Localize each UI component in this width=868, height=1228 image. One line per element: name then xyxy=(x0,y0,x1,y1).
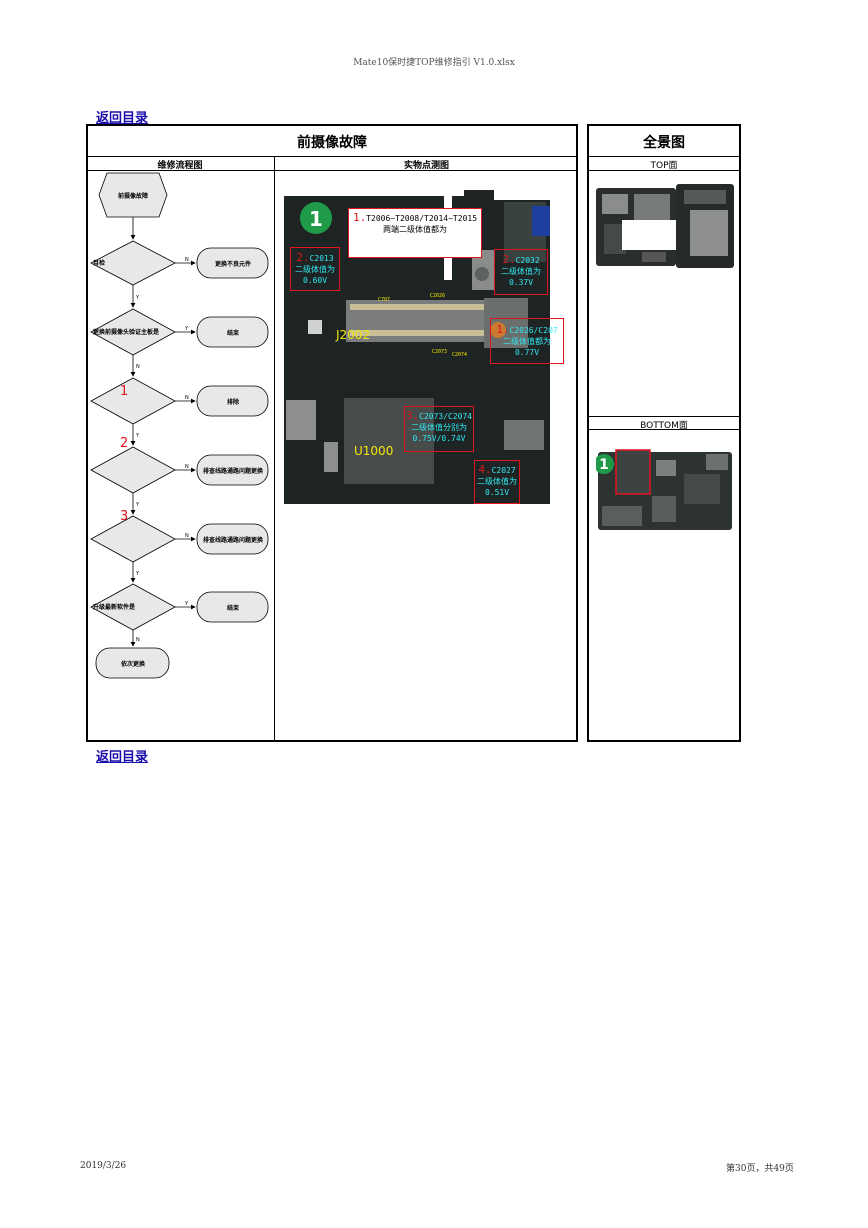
flow-start-text: 前摄像故障 xyxy=(118,192,148,200)
svg-text:N: N xyxy=(136,364,140,370)
svg-text:N: N xyxy=(185,533,189,539)
main-table xyxy=(86,124,578,742)
label-c2074: C2074 xyxy=(452,352,468,358)
board-photo: 1 1.T2006~T2008/T2014~T2015 两端二级体值都为 2.C… xyxy=(284,190,564,504)
flow-r1-text: 更换不良元件 xyxy=(215,260,251,268)
flow-r2-text: 结束 xyxy=(227,329,240,337)
flow-r3-text: 排除 xyxy=(227,398,240,406)
flow-step-2-number: 2 xyxy=(120,436,128,451)
svg-text:Y: Y xyxy=(135,502,140,508)
svg-text:Y: Y xyxy=(184,326,189,332)
flow-r4-text: 排查线路通路问题更换 xyxy=(203,467,264,475)
flow-d6-text: 升级最新软件是 xyxy=(93,603,136,611)
annotation-box-4 xyxy=(490,318,564,364)
main-title: 前摄像故障 xyxy=(297,135,367,151)
flow-d2-text: 更换前摄像头验证主板是 xyxy=(93,328,160,336)
overview-table xyxy=(587,124,741,742)
flow-r5-text: 排查线路通路问题更换 xyxy=(203,536,264,544)
flow-result-5 xyxy=(196,523,269,555)
flow-result-3 xyxy=(196,385,269,417)
flow-result-4 xyxy=(196,454,269,486)
flow-d1-text: 目检 xyxy=(93,259,105,267)
annotation-box-5 xyxy=(404,406,474,452)
photo-marker-1: 1 xyxy=(309,207,323,231)
flow-decision-3 xyxy=(90,377,176,425)
footer-page-number: 第30页，共49页 xyxy=(726,1164,794,1174)
overview-title: 全景图 xyxy=(643,135,685,151)
flow-decision-5 xyxy=(90,515,176,563)
document-header: Mate10保时捷TOP维修指引 V1.0.xlsx xyxy=(353,58,515,68)
chip-label-u1000: U1000 xyxy=(354,444,394,458)
label-c2073: C2073 xyxy=(432,349,448,355)
label-c2026: C2026 xyxy=(430,293,446,299)
svg-text:N: N xyxy=(185,395,189,401)
svg-text:Y: Y xyxy=(184,601,189,607)
back-to-contents-link-bottom[interactable]: 返回目录 xyxy=(96,750,149,765)
flow-r6-text: 结束 xyxy=(227,604,240,612)
flow-column-header: 维修流程图 xyxy=(157,161,203,171)
bottom-marker-1: 1 xyxy=(599,457,609,473)
annotation-box-1 xyxy=(348,208,482,258)
top-board-image xyxy=(596,184,734,268)
svg-text:Y: Y xyxy=(135,571,140,577)
back-to-contents-link-top[interactable]: 返回目录 xyxy=(96,111,149,126)
svg-text:N: N xyxy=(136,637,140,643)
flow-decision-4 xyxy=(90,446,176,494)
bottom-face-label: BOTTOM面 xyxy=(640,421,688,431)
flow-start-hexagon xyxy=(98,172,168,218)
svg-text:N: N xyxy=(185,464,189,470)
svg-text:Y: Y xyxy=(135,295,140,301)
annotation-box-2 xyxy=(290,247,340,291)
top-face-label: TOP面 xyxy=(650,161,678,171)
flow-result-1 xyxy=(196,247,269,279)
flow-result-2 xyxy=(196,316,269,348)
photo-column-header: 实物点测图 xyxy=(403,161,449,171)
bottom-board-image: 1 xyxy=(596,449,732,530)
annotation-box-3 xyxy=(494,249,548,295)
flow-step-3-number: 3 xyxy=(120,509,128,524)
annotation-box-6 xyxy=(474,460,520,504)
connector-label-j2002: J2002 xyxy=(336,328,371,342)
footer-date: 2019/3/26 xyxy=(80,1161,127,1171)
flow-end xyxy=(95,647,170,679)
svg-text:Y: Y xyxy=(135,433,140,439)
flow-result-6 xyxy=(196,591,269,623)
flow-step-1-number: 1 xyxy=(120,384,128,399)
repair-flowchart: 前摄像故障 目检 更换不良元件 更换前摄像头验证主板是 结束 排除 排查线路通路… xyxy=(90,172,269,679)
flow-end-text: 依次更换 xyxy=(121,660,146,668)
label-c707: C707 xyxy=(378,297,391,303)
svg-text:N: N xyxy=(185,257,189,263)
